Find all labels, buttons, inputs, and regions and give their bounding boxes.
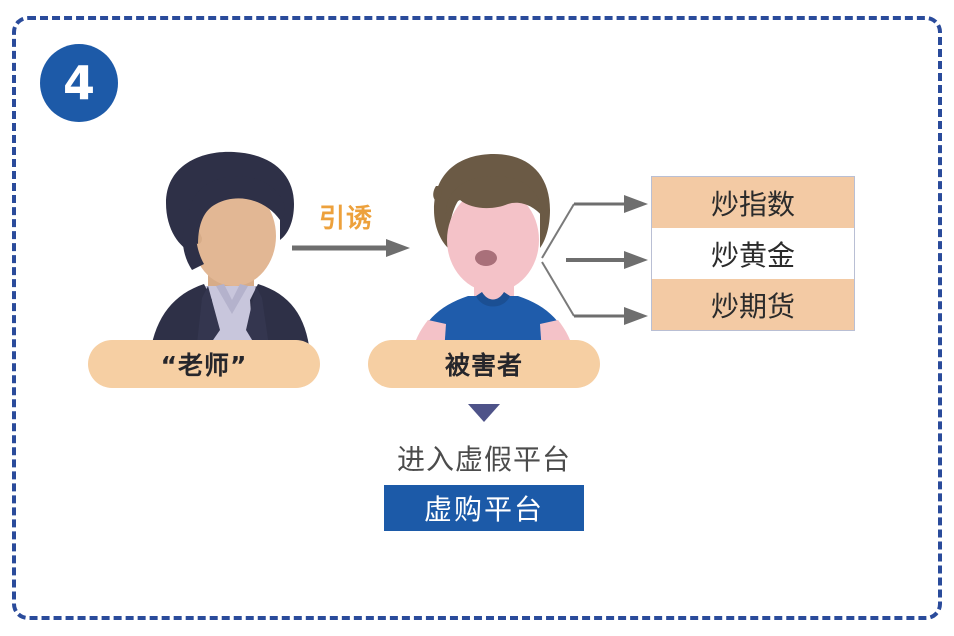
dashed-frame bbox=[12, 16, 942, 620]
label-teacher: “老师” bbox=[88, 340, 320, 388]
person-blazer-icon bbox=[104, 148, 320, 353]
option-label: 炒黄金 bbox=[710, 238, 795, 272]
option-label: 炒指数 bbox=[710, 187, 795, 221]
fake-platform-box: 虚购平台 bbox=[384, 485, 584, 531]
enter-platform-text: 进入虚假平台 bbox=[396, 443, 571, 476]
fake-platform-label: 虚购平台 bbox=[423, 493, 544, 526]
down-arrow-icon bbox=[468, 404, 500, 422]
person-tshirt-icon bbox=[398, 148, 588, 353]
option-label: 炒期货 bbox=[710, 289, 795, 323]
step-badge: 4 bbox=[40, 44, 118, 122]
lure-arrow-icon bbox=[292, 238, 410, 262]
option-row[interactable]: 炒指数 bbox=[652, 177, 854, 228]
label-victim: 被害者 bbox=[368, 340, 600, 388]
option-row[interactable]: 炒黄金 bbox=[652, 228, 854, 279]
lure-label: 引诱 bbox=[318, 204, 373, 234]
label-victim-text: 被害者 bbox=[444, 351, 523, 380]
option-row[interactable]: 炒期货 bbox=[652, 279, 854, 330]
step-number: 4 bbox=[62, 56, 95, 110]
branch-arrows-icon bbox=[540, 178, 658, 342]
options-list: 炒指数 炒黄金 炒期货 bbox=[651, 176, 855, 331]
label-teacher-text: “老师” bbox=[160, 351, 248, 380]
